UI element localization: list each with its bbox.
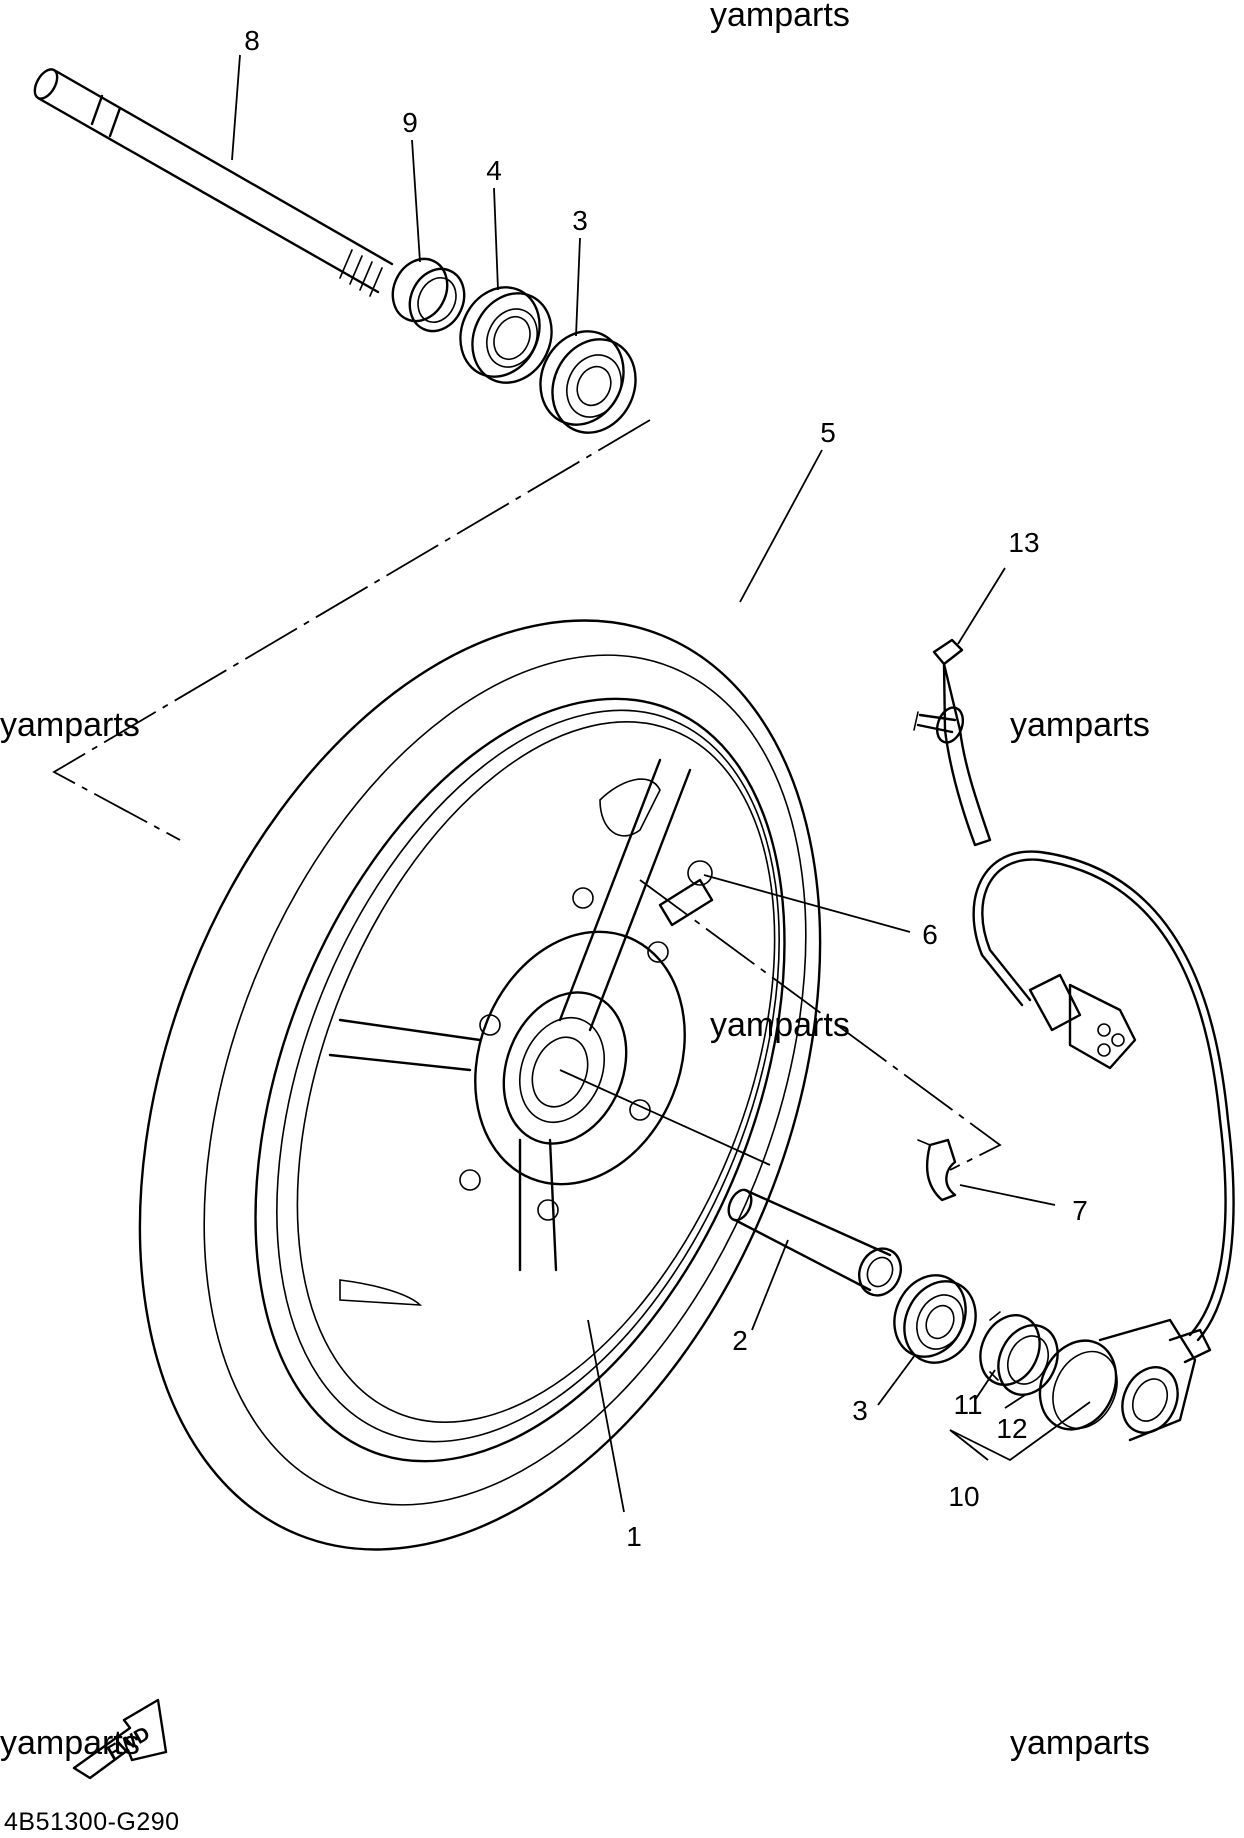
speed-sensor-cable [972, 850, 1235, 1342]
callout-7: 7 [1072, 1195, 1088, 1226]
bearing-part-3-upper [539, 330, 637, 434]
watermark: yamparts [0, 1724, 140, 1762]
callout-5: 5 [820, 417, 836, 448]
cable-tie-part-13 [913, 638, 992, 847]
meter-gear-part-11 [979, 1311, 1059, 1396]
spacer-part-2 [727, 1188, 902, 1297]
oil-seal-part-4 [459, 286, 553, 384]
diagram-code: 4B51300-G290 [4, 1808, 180, 1836]
bearing-part-3-lower [893, 1274, 977, 1364]
callout-3-upper: 3 [572, 205, 588, 236]
watermark: yamparts [710, 1006, 850, 1044]
callout-6: 6 [922, 919, 938, 950]
callout-1: 1 [626, 1521, 642, 1552]
watermark: yamparts [1010, 1724, 1150, 1762]
callout-2: 2 [732, 1325, 748, 1356]
wheel-rim-part-1 [254, 697, 786, 1463]
assembly-line-clamp [639, 879, 1002, 1171]
callout-13: 13 [1008, 527, 1039, 558]
callout-11: 11 [953, 1389, 982, 1420]
clamp-part-7 [917, 1138, 957, 1202]
collar-part-9 [391, 257, 466, 333]
callout-3-lower: 3 [852, 1395, 868, 1426]
callout-12: 12 [996, 1413, 1027, 1444]
leader-lines [231, 54, 1091, 1513]
tire-part-5 [138, 619, 822, 1551]
callout-10: 10 [948, 1481, 979, 1512]
watermark: yamparts [710, 0, 850, 34]
callout-4: 4 [486, 155, 502, 186]
callout-9: 9 [402, 107, 418, 138]
watermark: yamparts [1010, 706, 1150, 744]
watermark: yamparts [0, 706, 140, 744]
axle-part-8 [33, 68, 394, 297]
assembly-line-upper [52, 419, 651, 841]
meter-gear-unit-part-12 [1038, 1318, 1212, 1442]
callout-8: 8 [244, 25, 260, 56]
